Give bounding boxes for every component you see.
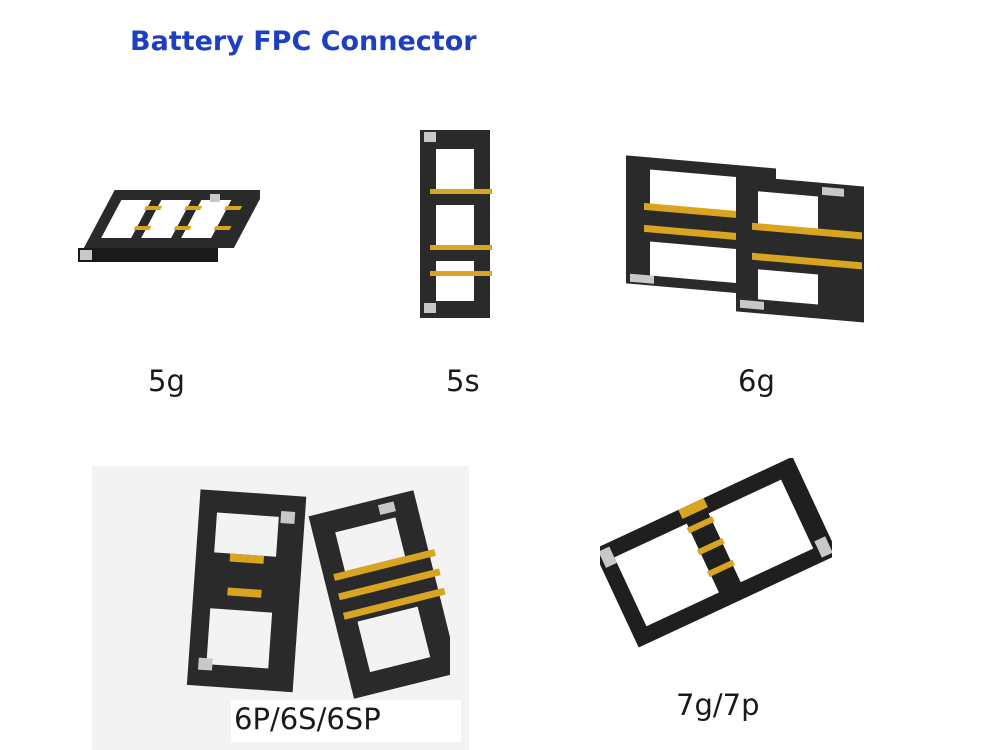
connector-7g-label: 7g/7p: [676, 688, 760, 722]
connector-5g-label: 5g: [148, 364, 185, 398]
connector-6p-image: [186, 489, 450, 699]
connector-6p-label: 6P/6S/6SP: [234, 702, 381, 736]
connector-6g-label: 6g: [738, 364, 775, 398]
connector-5s-image: [420, 130, 492, 318]
connector-6g-image: [626, 155, 864, 323]
connector-7g-image: [600, 458, 832, 648]
connector-5s-label: 5s: [446, 364, 480, 398]
label-background: [231, 700, 461, 742]
connector-5g-image: [78, 190, 260, 262]
page-title: Battery FPC Connector: [130, 26, 477, 57]
